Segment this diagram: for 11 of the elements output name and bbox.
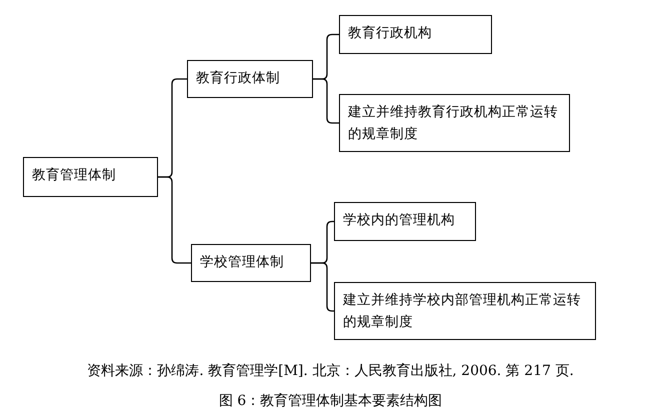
text-box: 建立并维持学校内部管理机构正常运转的规章制度 (334, 282, 596, 340)
text-box: 教育行政体制 (187, 60, 313, 98)
bracket-connector (158, 176, 191, 264)
text-box: 教育管理体制 (23, 157, 158, 197)
source-note: 资料来源：孙绵涛. 教育管理学[M]. 北京：人民教育出版社, 2006. 第 217 页. (87, 363, 574, 379)
text-box: 学校管理体制 (191, 244, 311, 282)
bracket-connector (311, 262, 334, 312)
text-box: 教育行政机构 (339, 15, 492, 54)
text-box: 建立并维持教育行政机构正常运转的规章制度 (339, 94, 570, 152)
text-box: 学校内的管理机构 (334, 202, 476, 241)
figure-caption: 图 6：教育管理体制基本要素结构图 (218, 393, 442, 409)
